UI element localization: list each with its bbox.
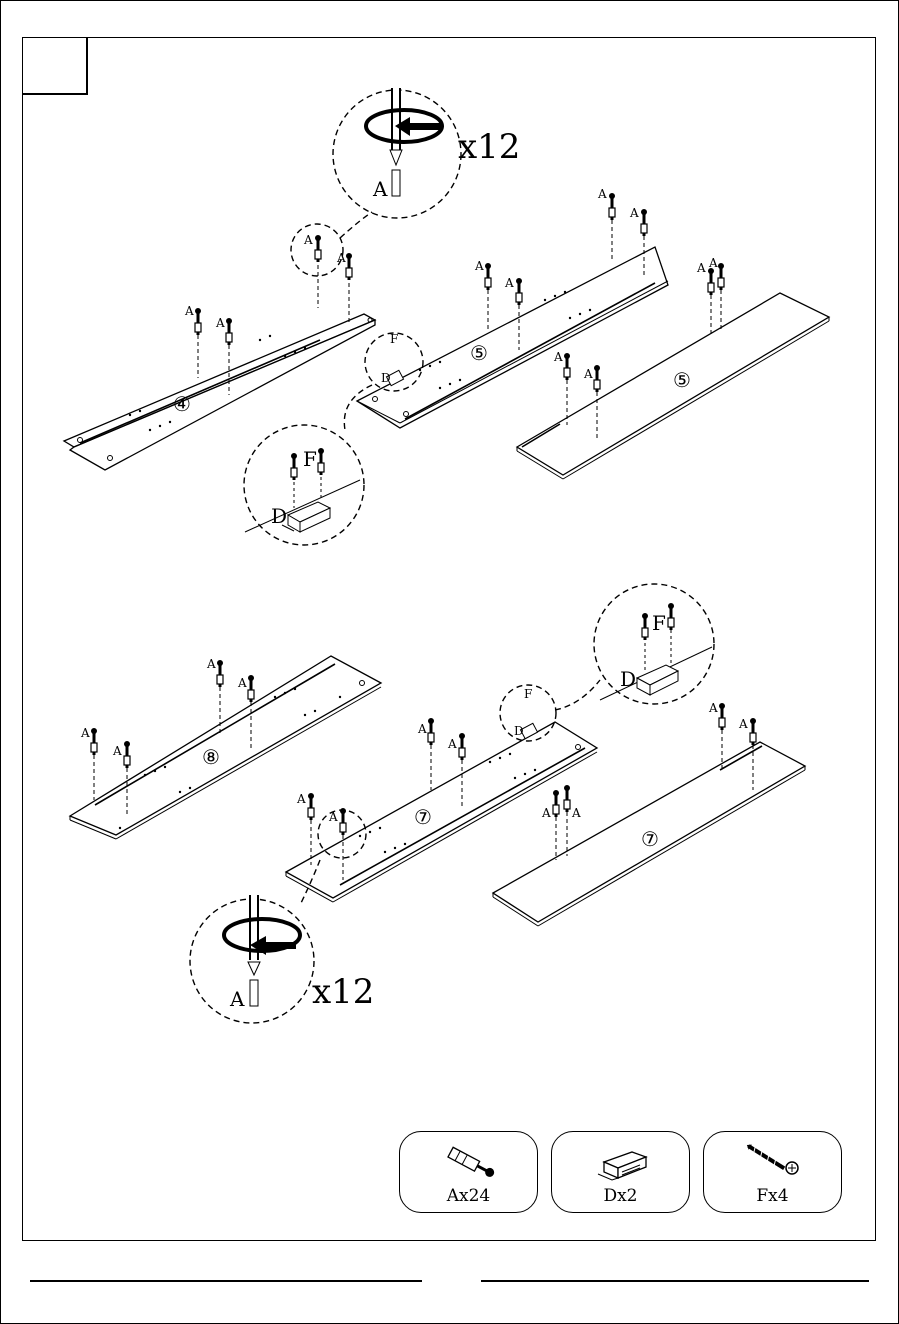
svg-text:D: D [271, 504, 287, 528]
svg-text:D: D [381, 371, 391, 385]
svg-text:A: A [206, 657, 216, 671]
panel-label-4: ④ [173, 392, 191, 416]
footer-line-right [481, 1280, 869, 1282]
svg-text:D: D [514, 724, 524, 738]
svg-text:A: A [417, 722, 427, 736]
svg-text:A: A [447, 737, 457, 751]
svg-text:A: A [336, 251, 346, 265]
panel-label-8: ⑧ [202, 745, 220, 769]
svg-text:A: A [372, 177, 388, 201]
screw-icon [704, 1132, 841, 1192]
panel-label-7b: ⑦ [641, 827, 659, 851]
svg-text:A: A [80, 726, 90, 740]
svg-text:A: A [237, 676, 247, 690]
catch-zoom-bottom: D F [600, 603, 712, 700]
svg-text:A: A [504, 276, 514, 290]
part-card-d: Dx2 [551, 1131, 690, 1213]
panel-label-7a: ⑦ [414, 805, 432, 829]
svg-text:A: A [553, 350, 563, 364]
multiplier-bottom: x12 [312, 972, 374, 1012]
svg-text:F: F [652, 611, 666, 635]
drill-zoom-bottom: A [224, 895, 300, 1011]
svg-text:F: F [303, 447, 317, 471]
part-card-a: Ax24 [399, 1131, 538, 1213]
svg-text:A: A [541, 806, 551, 820]
svg-text:A: A [583, 367, 593, 381]
svg-text:D: D [620, 667, 636, 691]
part-card-f: Fx4 [703, 1131, 842, 1213]
svg-text:A: A [112, 744, 122, 758]
svg-text:A: A [708, 256, 718, 270]
cam-bolt-icon [400, 1132, 537, 1192]
svg-text:A: A [474, 259, 484, 273]
svg-text:A: A [296, 792, 306, 806]
part-label-a: Ax24 [400, 1186, 537, 1206]
svg-text:A: A [571, 806, 581, 820]
drill-zoom-top: A [366, 88, 442, 201]
panel-4-board [64, 314, 375, 470]
svg-text:F: F [390, 332, 398, 346]
catch-zoom-top: D F [245, 447, 360, 532]
svg-text:A: A [738, 717, 748, 731]
footer-line-left [30, 1280, 422, 1282]
svg-text:A: A [215, 316, 225, 330]
multiplier-top: x12 [458, 127, 520, 167]
part-label-f: Fx4 [704, 1186, 841, 1206]
svg-text:F: F [524, 687, 532, 701]
svg-text:A: A [303, 233, 313, 247]
panel-label-5b: ⑤ [673, 368, 691, 392]
svg-text:A: A [184, 304, 194, 318]
panel-label-5a: ⑤ [470, 341, 488, 365]
part-label-d: Dx2 [552, 1186, 689, 1206]
svg-text:A: A [229, 987, 245, 1011]
svg-text:A: A [629, 206, 639, 220]
catch-icon [552, 1132, 689, 1192]
svg-text:A: A [696, 261, 706, 275]
svg-text:A: A [708, 701, 718, 715]
svg-text:A: A [597, 187, 607, 201]
